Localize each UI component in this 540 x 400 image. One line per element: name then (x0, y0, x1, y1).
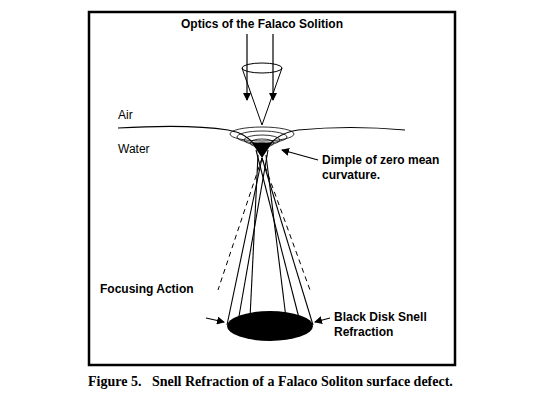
dimple-core (252, 143, 272, 158)
callout-label: Black Disk Snell Refraction (334, 310, 446, 340)
cone-side (262, 68, 282, 125)
disk-edge-arrow (315, 318, 330, 322)
callout-label: Dimple of zero mean curvature. (322, 153, 440, 183)
incoming-ray (272, 34, 273, 100)
black-disk (227, 311, 313, 341)
callout-label: Focusing Action (100, 282, 194, 297)
cone-side (242, 68, 262, 125)
disk-edge-arrow (206, 318, 224, 322)
figure-caption: Figure 5. Snell Refraction of a Falaco S… (88, 374, 453, 389)
dashed-rays (218, 158, 310, 290)
dimple-leader (282, 150, 318, 160)
refracted-rays (227, 150, 313, 325)
medium-label: Water (118, 142, 150, 157)
diagram-title: Optics of the Falaco Solition (181, 17, 343, 32)
cone-rim (242, 63, 282, 73)
medium-label: Air (118, 108, 133, 123)
frame (89, 12, 455, 365)
incoming-ray (246, 34, 247, 100)
